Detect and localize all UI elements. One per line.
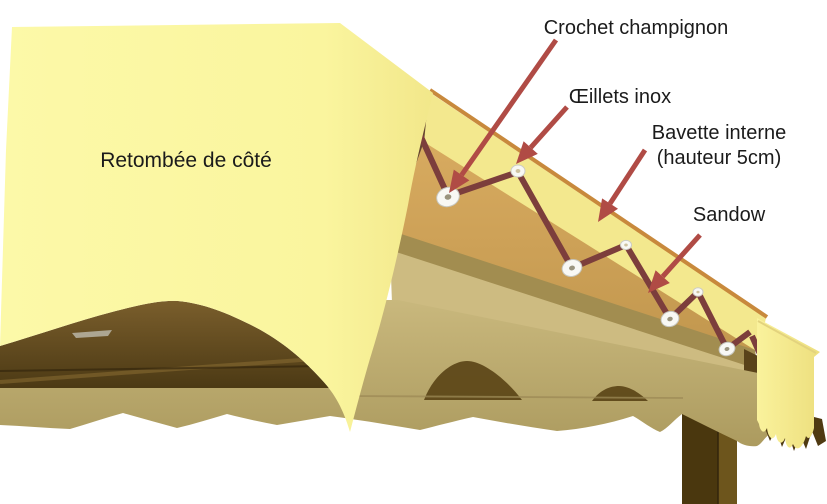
bavette-label-line1: Bavette interne	[652, 122, 787, 144]
mushroom-hooks	[436, 186, 736, 357]
wood-board-highlight	[0, 357, 316, 384]
wood-board-seam	[0, 365, 326, 372]
retombee-label: Retombée de côté	[100, 149, 272, 172]
crochet-arrowhead	[449, 169, 470, 193]
oeillets-annotation: Œillets inox	[516, 86, 671, 164]
oeillets-arrowhead	[516, 141, 538, 164]
bavette-arrow	[607, 148, 648, 205]
mushroom-hook-4	[718, 341, 736, 357]
sandow-annotation: Sandow	[648, 204, 766, 293]
bavette-label-line2: (hauteur 5cm)	[657, 147, 782, 169]
oeillets-arrow	[528, 105, 569, 150]
eyelet-1	[510, 164, 526, 178]
mushroom-hook-3	[660, 310, 680, 328]
left-fabric-panel: Retombée de côté	[0, 23, 433, 432]
crochet-annotation: Crochet champignon	[449, 17, 728, 193]
crochet-label: Crochet champignon	[544, 17, 729, 39]
wood-light-sliver	[72, 330, 112, 338]
mushroom-hook-2	[561, 259, 583, 277]
right-panel-fold-line	[757, 320, 817, 354]
right-panel-fabric	[757, 318, 820, 449]
mushroom-hook-1	[436, 186, 460, 208]
bavette-strip	[424, 92, 766, 352]
bavette-annotation: Bavette interne (hauteur 5cm)	[598, 122, 786, 222]
sandow-arrow	[660, 233, 702, 279]
bavette-arrowhead	[598, 198, 618, 222]
beam-face	[392, 136, 755, 350]
front-valance	[0, 300, 775, 447]
inox-eyelets	[510, 164, 704, 297]
eyelet-2	[620, 239, 632, 251]
valance-fabric	[0, 300, 775, 447]
eyelet-3	[692, 287, 704, 297]
crochet-arrow	[459, 38, 559, 177]
oeillets-label: Œillets inox	[569, 86, 671, 108]
sandow-arrowhead	[648, 270, 670, 293]
beam-top-edge	[428, 88, 769, 319]
right-fabric-panel	[757, 318, 820, 449]
valance-wood-gap-arch-1	[424, 361, 522, 400]
beam-lower-shadow-band	[390, 228, 757, 369]
sandow-label: Sandow	[693, 204, 766, 226]
annotations: Crochet champignon Œillets inox Bavette …	[449, 17, 786, 293]
valance-seam-line	[348, 395, 684, 399]
left-panel-fabric	[0, 23, 433, 432]
